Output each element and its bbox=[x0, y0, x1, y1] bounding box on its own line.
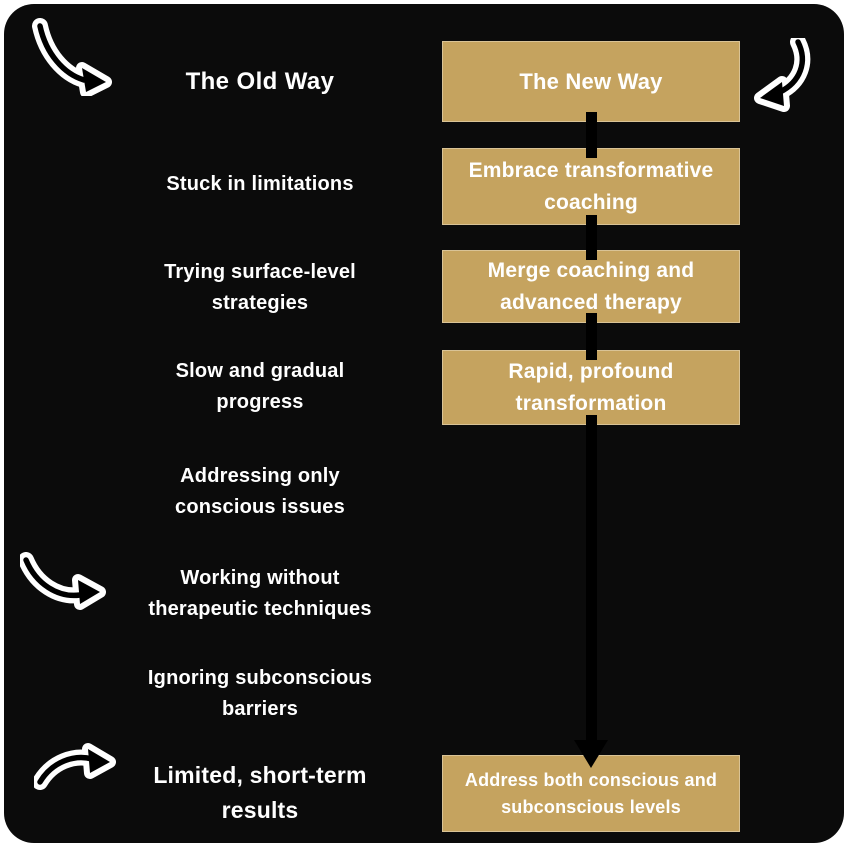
new-way-step-1: Embrace transformative coaching bbox=[442, 148, 740, 225]
connector-line-1 bbox=[586, 112, 597, 158]
curved-arrow-top-left-icon bbox=[32, 18, 112, 96]
connector-line-3 bbox=[586, 313, 597, 360]
curved-arrow-middle-left-icon bbox=[20, 552, 106, 610]
old-way-item-3: Slow and gradual progress bbox=[175, 360, 345, 413]
old-way-item-1: Stuck in limitations bbox=[166, 173, 354, 195]
new-way-step-2: Merge coaching and advanced therapy bbox=[442, 250, 740, 323]
curved-arrow-top-right-icon bbox=[754, 38, 811, 112]
old-way-item-4: Addressing only conscious issues bbox=[175, 465, 345, 518]
old-way-item-2: Trying surface-level strategies bbox=[164, 261, 356, 314]
new-way-title-box: The New Way bbox=[442, 41, 740, 122]
old-way-item-5: Working without therapeutic techniques bbox=[148, 567, 372, 620]
new-way-step-3: Rapid, profound transformation bbox=[442, 350, 740, 425]
connector-line-long bbox=[586, 415, 597, 745]
old-way-title: The Old Way bbox=[185, 68, 335, 95]
old-way-item-6: Ignoring subconscious barriers bbox=[147, 667, 373, 720]
connector-line-2 bbox=[586, 215, 597, 260]
down-arrowhead-icon bbox=[574, 740, 608, 768]
old-way-item-7: Limited, short-term results bbox=[153, 762, 367, 823]
curved-arrow-bottom-left-icon bbox=[34, 743, 116, 790]
